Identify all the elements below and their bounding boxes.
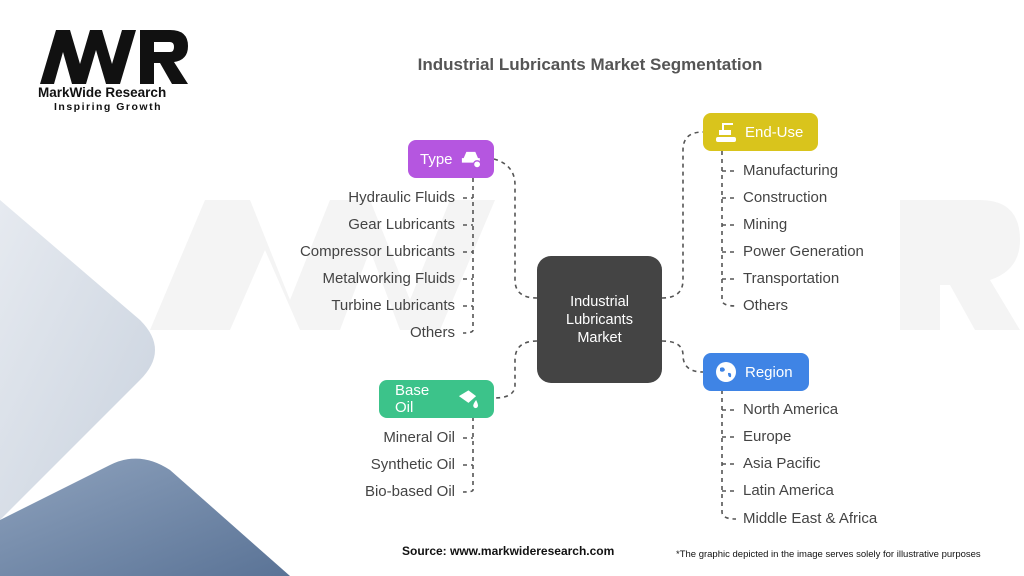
list-item: Gear Lubricants (348, 216, 455, 233)
segment-type: Type (408, 140, 494, 178)
list-item: Mineral Oil (383, 429, 455, 446)
list-item: Compressor Lubricants (299, 243, 455, 260)
page-title: Industrial Lubricants Market Segmentatio… (417, 55, 763, 74)
list-item: Synthetic Oil (370, 456, 455, 473)
list-item: Construction (743, 189, 828, 206)
logo-mark (40, 30, 188, 84)
disclaimer-text: *The graphic depicted in the image serve… (676, 549, 981, 560)
list-item: Latin America (743, 482, 834, 499)
segment-label: Type (420, 150, 453, 168)
watermark-shape (150, 200, 1020, 330)
segment-base-oil: Base Oil (379, 380, 494, 418)
list-item: Asia Pacific (743, 455, 821, 472)
list-item: Europe (743, 428, 792, 445)
list-item: Middle East & Africa (743, 510, 878, 527)
list-item: Hydraulic Fluids (348, 189, 455, 206)
list-item: Others (409, 324, 455, 341)
logo-tagline: Inspiring Growth (54, 101, 162, 113)
list-item: Turbine Lubricants (331, 297, 455, 314)
segment-region: Region (703, 353, 809, 391)
oil-can-icon (459, 390, 479, 409)
list-item: Transportation (743, 270, 840, 287)
list-item: North America (743, 401, 839, 418)
list-item: Metalworking Fluids (322, 270, 455, 287)
globe-icon (716, 362, 736, 382)
list-item: Power Generation (743, 243, 864, 260)
center-node: Industrial Lubricants Market (537, 256, 662, 383)
conveyor-robot-icon (716, 123, 736, 142)
logo-brand: MarkWide Research (38, 85, 167, 100)
source-text: Source: www.markwideresearch.com (402, 544, 615, 558)
list-item: Mining (743, 216, 788, 233)
segment-end-use: End-Use (703, 113, 818, 151)
car-oil-icon (461, 151, 481, 169)
list-item: Others (743, 297, 789, 314)
segment-label: End-Use (745, 123, 804, 141)
segment-label: Region (745, 363, 793, 381)
list-item: Bio-based Oil (364, 483, 455, 500)
segment-label: Base Oil (395, 382, 430, 416)
list-item: Manufacturing (743, 162, 839, 179)
